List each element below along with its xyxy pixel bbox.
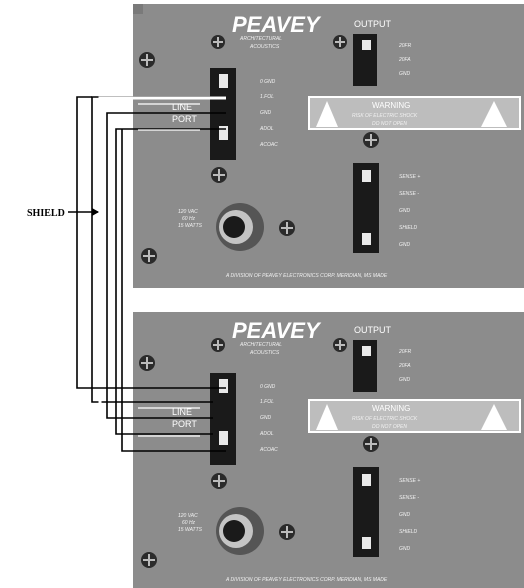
output-terminal-block (353, 340, 377, 392)
sense-terminal-label: SENSE + (399, 478, 420, 484)
output-terminal-label: 20FA (398, 57, 411, 63)
sense-terminal-label: SENSE - (399, 495, 419, 501)
panel-bevel (133, 4, 143, 14)
warning-text: RISK OF ELECTRIC SHOCK (352, 113, 418, 119)
warning-text: RISK OF ELECTRIC SHOCK (352, 416, 418, 422)
line-label: LINE (172, 407, 192, 417)
output-label: OUTPUT (354, 325, 392, 335)
brand-subtitle-2: ACOUSTICS (249, 350, 280, 356)
wire-top-4 (98, 96, 226, 408)
output-label: OUTPUT (354, 19, 392, 29)
panel-bottom: PEAVEY ARCHITECTURAL ACOUSTICS OUTPUT 20… (133, 312, 524, 588)
panel-plate (133, 4, 524, 288)
warning-text: DO NOT OPEN (372, 424, 407, 430)
panel-plate (133, 312, 524, 588)
line-port-box (138, 407, 200, 437)
sense-terminal-label: SHIELD (399, 225, 417, 231)
power-spec: 120 VAC (178, 513, 198, 519)
arrow-right-icon (92, 208, 99, 216)
sense-terminal-block (353, 163, 379, 253)
wire-bottom-2 (121, 129, 226, 452)
warning-label: WARNING RISK OF ELECTRIC SHOCK DO NOT OP… (308, 399, 521, 433)
panel-footer: A DIVISION OF PEAVEY ELECTRONICS CORP. M… (225, 577, 388, 583)
brand-subtitle: ARCHITECTURAL (239, 36, 282, 42)
shield-callout: SHIELD (27, 208, 99, 219)
warning-title: WARNING (372, 404, 410, 413)
input-terminal-label: 1.FOL (260, 94, 274, 100)
brand-subtitle-2: ACOUSTICS (249, 44, 280, 50)
input-terminal-label: ADOL (259, 431, 274, 437)
power-spec: 60 Hz (182, 520, 196, 526)
brand-subtitle: ARCHITECTURAL (239, 342, 282, 348)
input-terminal-block (210, 68, 236, 160)
sense-terminal-label: SHIELD (399, 529, 417, 535)
sense-terminal-label: GND (399, 546, 411, 552)
sense-terminal-block (353, 467, 379, 557)
wire-top-2 (106, 112, 226, 419)
input-terminal-label: GND (260, 415, 272, 421)
panel-top: PEAVEY ARCHITECTURAL ACOUSTICS OUTPUT 20… (133, 4, 524, 288)
output-terminal-label: GND (399, 377, 411, 383)
power-spec: 15 WATTS (178, 223, 203, 229)
brand-logo: PEAVEY (232, 318, 322, 343)
screw-icon (333, 35, 347, 49)
wiring (76, 96, 226, 452)
sense-terminal-label: GND (399, 208, 411, 214)
power-spec: 120 VAC (178, 209, 198, 215)
line-label: LINE (172, 102, 192, 112)
screw-icon (363, 436, 379, 452)
power-spec: 60 Hz (182, 216, 196, 222)
output-terminal-label: GND (399, 71, 411, 77)
warning-text: DO NOT OPEN (372, 121, 407, 127)
output-terminal-label: 20FR (398, 43, 412, 49)
warning-title: WARNING (372, 101, 410, 110)
screw-icon (279, 220, 295, 236)
screw-icon (211, 473, 227, 489)
input-terminal-label: 1.FOL (260, 399, 274, 405)
brand-logo: PEAVEY (232, 12, 322, 37)
wire-top-3 (115, 128, 226, 435)
shield-label: SHIELD (27, 208, 65, 219)
power-cord-grommet (216, 507, 264, 555)
screw-icon (141, 552, 157, 568)
input-terminal-label: 0 GND (260, 384, 276, 390)
power-label: PORT (172, 114, 197, 124)
output-terminal-label: 20FR (398, 349, 412, 355)
output-terminal-label: 20FA (398, 363, 411, 369)
power-spec: 15 WATTS (178, 527, 203, 533)
screw-icon (211, 167, 227, 183)
panel-footer: A DIVISION OF PEAVEY ELECTRONICS CORP. M… (225, 273, 388, 279)
screw-icon (279, 524, 295, 540)
line-port-box (138, 103, 200, 131)
sense-terminal-label: SENSE + (399, 174, 420, 180)
screw-icon (363, 132, 379, 148)
screw-icon (139, 355, 155, 371)
sense-terminal-label: SENSE - (399, 191, 419, 197)
input-terminal-label: ADOL (259, 126, 274, 132)
screw-icon (211, 35, 225, 49)
input-terminal-label: GND (260, 110, 272, 116)
screw-icon (141, 248, 157, 264)
input-terminal-label: ACOAC (259, 142, 278, 148)
screw-icon (139, 52, 155, 68)
power-cord-grommet (216, 203, 264, 251)
screw-icon (211, 338, 225, 352)
wire-bottom-1 (76, 96, 226, 389)
sense-terminal-label: GND (399, 512, 411, 518)
input-terminal-label: 0 GND (260, 79, 276, 85)
sense-terminal-label: GND (399, 242, 411, 248)
screw-icon (333, 338, 347, 352)
warning-label: WARNING RISK OF ELECTRIC SHOCK DO NOT OP… (308, 96, 521, 130)
power-label: PORT (172, 419, 197, 429)
input-terminal-label: ACOAC (259, 447, 278, 453)
output-terminal-block (353, 34, 377, 86)
